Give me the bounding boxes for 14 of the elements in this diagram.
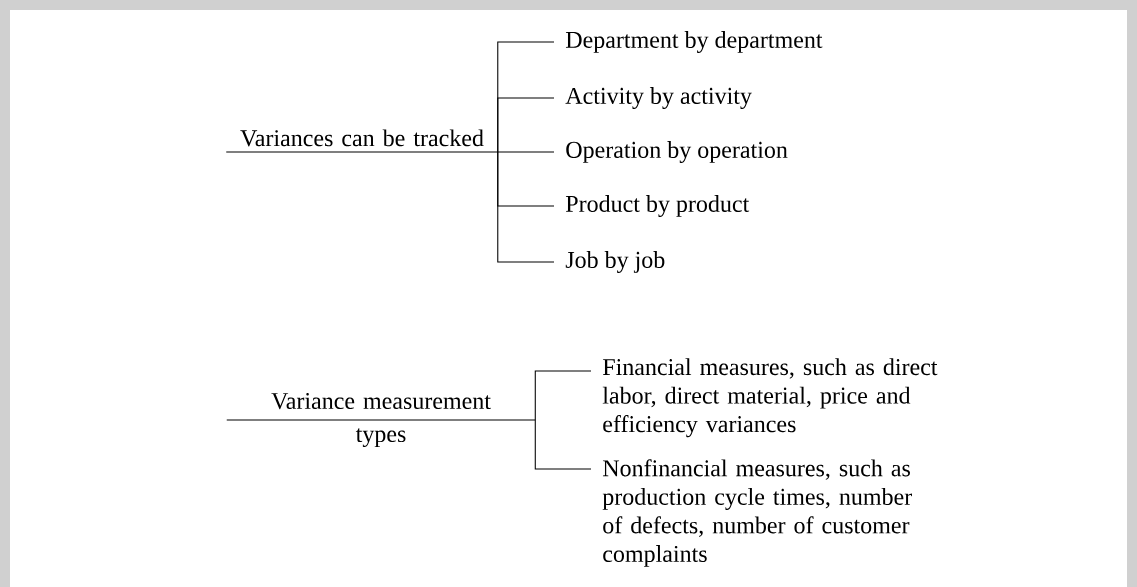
item-text: Product by product <box>565 195 750 217</box>
bracket-connector <box>497 151 555 263</box>
bracket-connector <box>534 419 592 470</box>
heading-with-rule: Variance measurement types <box>226 392 536 448</box>
item-text: Nonfinancial measures, such as production cycle times, number of defects, number of customer complaints <box>602 459 912 567</box>
bracket-connector <box>497 97 555 153</box>
item-text: Activity by activity <box>565 87 752 109</box>
bracket-connector <box>534 370 592 421</box>
item-text: Department by department <box>565 31 823 53</box>
bracket-connector <box>497 151 555 153</box>
item-text: Job by job <box>565 251 665 273</box>
item-text: Operation by operation <box>566 141 788 163</box>
item-text: Financial measures, such as direct labor, direct material, price and efficiency variances <box>602 358 938 438</box>
heading-with-rule: Variances can be tracked <box>225 129 499 153</box>
